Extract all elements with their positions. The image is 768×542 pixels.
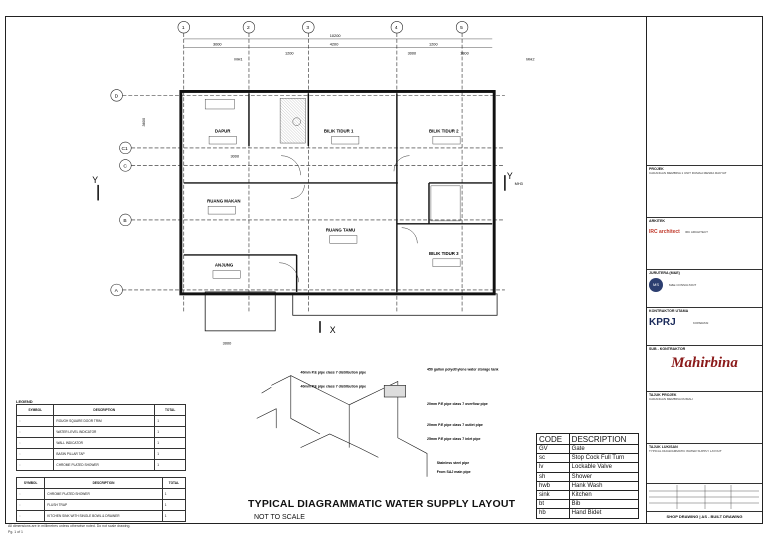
tb-tajuk: TAJUK PROJEK CADANGAN MEMBINA RUMAH [647,392,762,444]
legend-table-1: SYMBOL DESCRIPTION TOTAL ◌ROUGH SQUARE D… [15,404,186,471]
grid-rows [110,89,505,297]
door-swings [279,155,418,283]
dim-1: 3000 [213,42,222,47]
manhole-3: MH3 [515,181,523,186]
legend-table-2: SYMBOL DESCRIPTION TOTAL ◌CHROME PLATED … [15,477,187,522]
dim-4: 3000 [408,50,417,55]
drawing-title: TYPICAL DIAGRAMMATIC WATER SUPPLY LAYOUT [248,498,516,510]
tb-footer: SHOP DRAWING | AS - BUILT DRAWING [666,514,743,519]
section-markers [97,175,506,333]
grid-columns [177,21,469,312]
footnote: All dimensions are in millimetres unless… [8,524,131,528]
note-stainless: Stainless steel pipe [437,461,470,465]
note-distribution-1: 40mm P.E pipe class 7 distribution pipe [301,371,367,375]
arkitek-logo: IRC architect [649,229,680,235]
room-bilik-2: BILIK TIDUR 2 [429,128,459,133]
note-distribution-2: 40mm P.E pipe class 7 distribution pipe [301,384,367,388]
section-x: X [330,325,336,335]
room-bilik-1: BILIK TIDUR 1 [324,128,354,133]
dim-left: 3600 [141,118,146,127]
note-saj: From SAJ main pipe [437,470,471,474]
code-header: CODE [536,433,570,445]
drawing-subtitle: NOT TO SCALE [254,514,305,521]
axis-col-1: 1 [182,25,185,31]
legend-header-desc: DESCRIPTION [53,404,156,416]
note-outlet: 20mm P.E pipe class 7 outlet pipe [427,423,483,427]
axis-row-b: B [123,218,126,224]
room-anjung: ANJUNG [215,263,234,268]
legend-panel: LEGEND SYMBOL DESCRIPTION TOTAL ◌ROUGH S… [15,399,187,522]
tb-jurutera: JURUTERA (M&E) MS M&E CONSULTANT [647,270,762,308]
toilet-fixtures [204,98,461,222]
axis-col-5: 5 [460,25,463,31]
dim-3: 4200 [330,42,339,47]
water-supply-isometric [256,375,428,477]
section-y-right: Y [507,171,513,181]
dim-overall: 10200 [330,33,341,38]
legend-header-symbol: SYMBOL [15,404,55,416]
axis-row-c: C [123,163,127,169]
top-dimension-lines [183,38,493,48]
kontraktor-logo: KPRJ [649,317,676,328]
tb-info-grid [647,484,762,512]
room-dapur: DAPUR [215,128,231,133]
subkon-logo: Mahirbina [671,355,738,371]
manhole-2: MH2 [526,56,534,61]
jurutera-logo-icon: MS [649,278,663,292]
manhole-1: MH1 [234,56,242,61]
axis-col-4: 4 [395,25,398,31]
axis-row-d: D [115,93,119,99]
tb-kontraktor: KONTRAKTOR UTAMA KPRJ KOPERASI [647,308,762,346]
tb-projek: PROJEK CADANGAN MEMBINA 1 UNIT RUMAH MES… [647,166,762,218]
dim-bottom: 3000 [223,340,232,345]
section-y-left: Y [92,175,98,185]
info-grid-lines [649,485,759,509]
room-ruang-makan: RUANG MAKAN [207,198,240,203]
page-note: Pg. 1 of 1 [8,530,23,534]
tb-subkon: SUB - KONTRAKTOR Mahirbina [647,346,762,392]
tb-lukisan: TAJUK LUKISAN TYPICAL DIAGRAMMATIC WATER… [647,444,762,484]
tb-blank [647,16,762,166]
note-inlet: 25mm P.E pipe class 7 inlet pipe [427,437,480,441]
floor-plan-drawing: 1 2 3 4 5 D C1 C B A 10200 3000 1200 420… [92,21,534,477]
walls [179,90,498,332]
dim-2: 1200 [285,50,294,55]
axis-row-a: A [115,288,119,294]
dim-mid: 3000 [230,154,239,159]
table-row: ◌KITCHEN SINK WITH SINGLE BOWL & DRAINER… [15,510,187,522]
dim-6: 1800 [460,50,469,55]
note-tank: 450 gallon polyethylene water storage ta… [427,368,498,372]
drawing-sheet [5,16,763,524]
axis-col-2: 2 [247,25,250,31]
axis-col-3: 3 [306,25,309,31]
room-ruang-tamu: RUANG TAMU [326,228,355,233]
dim-5: 1200 [429,42,438,47]
axis-row-c1: C1 [121,146,128,152]
legend-title: LEGEND [16,399,33,404]
tb-arkitek: ARKITEK IRC architect IRC ARCHITECT [647,218,762,270]
legend-header-total: TOTAL [154,404,186,416]
note-overflow: 20mm P.E pipe class 7 overflow pipe [427,402,488,406]
title-block: PROJEK CADANGAN MEMBINA 1 UNIT RUMAH MES… [646,16,763,524]
room-bilik-3: BILIK TIDUR 3 [429,251,459,256]
description-header: DESCRIPTION [568,433,640,445]
